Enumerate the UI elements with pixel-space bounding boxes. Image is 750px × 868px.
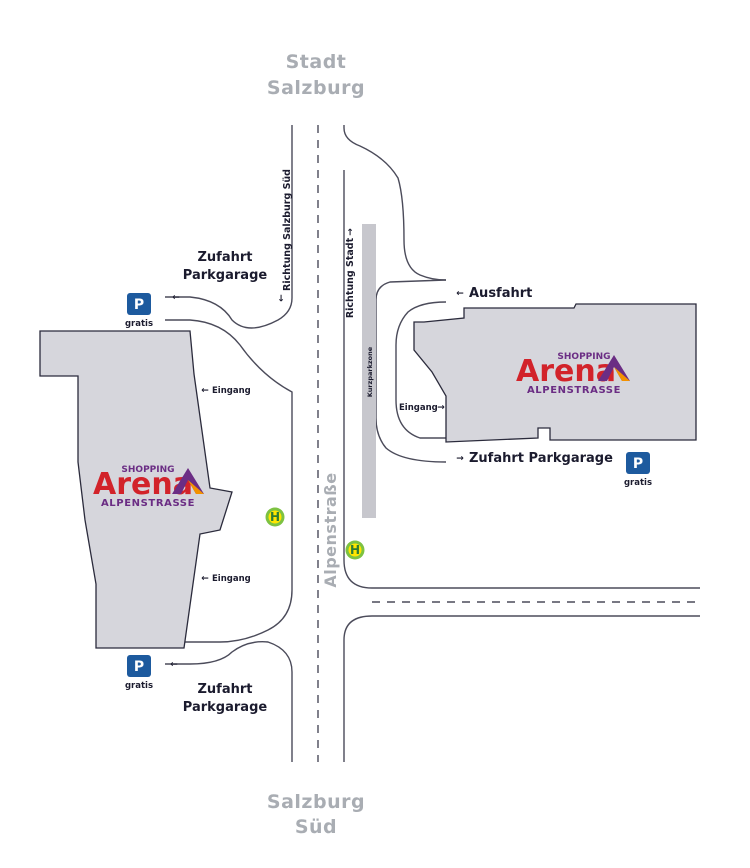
bus-stop-east: H xyxy=(345,540,365,560)
parking-sign-sw: P gratis xyxy=(125,655,153,691)
parking-east-symbol: P xyxy=(633,456,643,472)
eingang-w-bottom: Eingang xyxy=(212,574,251,584)
logo-west-top: SHOPPING xyxy=(121,465,174,475)
bus-stop-west: H xyxy=(265,507,285,527)
logo-east-sub: ALPENSTRASSE xyxy=(527,385,621,396)
logo-east-accent-icon xyxy=(614,367,630,381)
parking-sw-note: gratis xyxy=(125,681,153,691)
city-north-line2: Salzburg xyxy=(267,77,365,99)
city-label-south: Salzburg Süd xyxy=(267,791,365,838)
zufahrt-east-label: Zufahrt Parkgarage xyxy=(469,451,613,466)
parking-sw-symbol: P xyxy=(134,659,144,675)
parking-nw-symbol: P xyxy=(134,297,144,313)
city-south-line1: Salzburg xyxy=(267,791,365,813)
arrow-up-icon: → xyxy=(346,228,356,236)
eingang-w-top-arrow-icon: ← xyxy=(201,386,209,396)
parking-nw-note: gratis xyxy=(125,319,153,329)
eingang-w-bottom-arrow-icon: ← xyxy=(201,574,209,584)
parking-sign-east: P gratis xyxy=(624,452,652,488)
kurzparkzone-label: Kurzparkzone xyxy=(366,346,374,397)
city-north-line1: Stadt xyxy=(286,51,347,73)
logo-east-main: Arena xyxy=(516,354,616,389)
street-name: Alpenstraße xyxy=(321,472,340,587)
ausfahrt-arrow-icon: ← xyxy=(456,289,464,299)
bus-stop-inner xyxy=(268,510,282,524)
parking-east-note: gratis xyxy=(624,478,652,488)
building-east: SHOPPING Arena ALPENSTRASSE xyxy=(413,303,697,443)
zufahrt-east-arrow-icon: → xyxy=(456,454,464,464)
logo-west-main: Arena xyxy=(93,467,193,502)
direction-salzburg-sued: Richtung Salzburg Süd xyxy=(282,169,293,291)
logo-west-accent-icon xyxy=(188,480,204,494)
arrow-down-icon: ← xyxy=(277,294,287,302)
zufahrt-sw-line2: Parkgarage xyxy=(183,700,268,715)
logo-east: SHOPPING Arena ALPENSTRASSE xyxy=(516,352,630,396)
arrow-left-nw-icon: ← xyxy=(172,293,180,303)
building-west: SHOPPING Arena ALPENSTRASSE xyxy=(39,330,233,649)
parking-icon xyxy=(127,655,151,677)
kurzparkzone-strip xyxy=(362,224,376,518)
parking-icon xyxy=(626,452,650,474)
logo-east-top: SHOPPING xyxy=(557,352,610,362)
zufahrt-sw-line1: Zufahrt xyxy=(198,682,253,697)
arrow-left-sw-icon: ← xyxy=(170,660,178,670)
bus-stop-inner xyxy=(348,543,362,557)
parking-icon xyxy=(127,293,151,315)
zufahrt-nw-line2: Parkgarage xyxy=(183,268,268,283)
eingang-east-arrow-icon: → xyxy=(437,403,445,413)
city-label-north: Stadt Salzburg xyxy=(267,51,365,99)
logo-west-sub: ALPENSTRASSE xyxy=(101,498,195,509)
main-road xyxy=(165,125,700,762)
eingang-east: Eingang xyxy=(399,403,438,413)
ausfahrt-label: Ausfahrt xyxy=(469,286,532,301)
bus-stop-west-symbol: H xyxy=(270,510,280,524)
zufahrt-nw-line1: Zufahrt xyxy=(198,250,253,265)
bus-stop-east-symbol: H xyxy=(350,543,360,557)
city-south-line2: Süd xyxy=(295,816,337,838)
eingang-w-top: Eingang xyxy=(212,386,251,396)
parking-sign-nw: P gratis xyxy=(125,293,153,329)
logo-west: SHOPPING Arena ALPENSTRASSE xyxy=(93,465,204,509)
direction-stadt: Richtung Stadt xyxy=(345,237,356,318)
